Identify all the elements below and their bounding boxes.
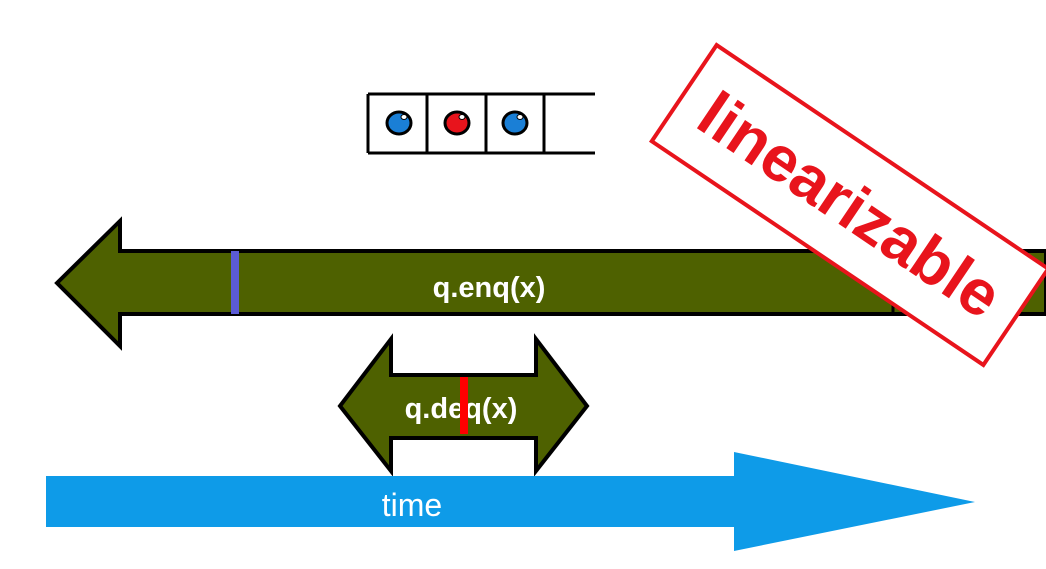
queue [366, 92, 595, 155]
dequeue-label-prefix: q.de [405, 393, 465, 425]
queue-item-eye [458, 114, 466, 120]
stamp-border [648, 42, 1046, 368]
queue-item-dot [501, 110, 529, 136]
queue-item-dot [443, 110, 471, 136]
enqueue-interval-arrow [54, 216, 1046, 351]
enqueue-linearization-point [231, 251, 239, 314]
queue-item-eye [516, 114, 524, 120]
queue-item-dot [385, 110, 413, 136]
queue-slot-1-item [385, 110, 413, 136]
time-arrow [46, 452, 975, 551]
queue-slot-2-item [443, 110, 471, 136]
queue-outline [366, 92, 595, 155]
enqueue-label: q.enq(x) [433, 272, 546, 304]
queue-slot-3-item [501, 110, 529, 136]
dequeue-label-suffix: q(x) [464, 393, 517, 425]
dequeue-linearization-point [460, 377, 468, 434]
linearizable-stamp: linearizable [648, 42, 1046, 368]
dequeue-label: q.deq(x) [405, 393, 518, 425]
queue-item-eye [400, 114, 408, 120]
time-label: time [382, 487, 442, 523]
dequeue-interval: q.deq(x) [337, 333, 590, 477]
timeline: time [46, 452, 975, 551]
